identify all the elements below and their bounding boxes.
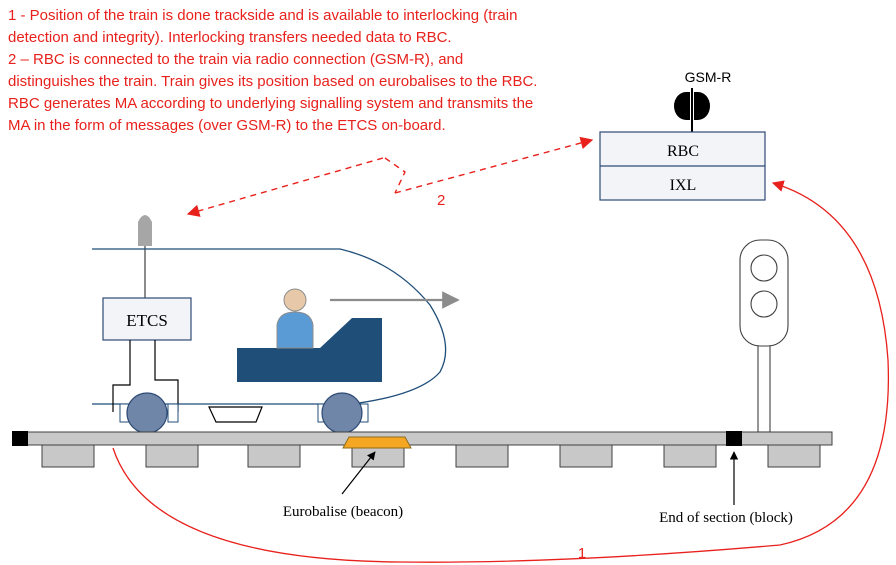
train-body-outline [92,248,447,405]
description-line-2: detection and integrity). Interlocking t… [8,29,452,46]
driver-cab [237,318,382,382]
balise-reader-antenna [208,406,263,423]
train-detection-to-ixl-arrow [112,180,890,563]
description-text: 1 - Position of the train is done tracks… [8,7,537,134]
train-detection-link: 1 [112,180,890,563]
train-wheel-front [119,392,179,434]
rbc-label: RBC [667,143,699,160]
description-line-5: RBC generates MA according to underlying… [8,95,533,112]
section-start-insulated-joint [12,431,28,446]
signal-lamp-lower [750,290,778,318]
etcs-onboard-box [102,297,192,341]
ixl-label: IXL [670,177,697,194]
radio-link-to-rbc-arrow [394,136,594,194]
gsmr-label: GSM-R [685,69,732,85]
driver-icon [276,288,314,349]
train-antenna-icon [138,215,152,298]
radio-link: 2 [186,136,594,217]
eurobalise [342,436,412,449]
description-line-4: distinguishes the train. Train gives its… [8,73,537,90]
rail [13,431,833,446]
end-of-section-label: End of section (block) [659,510,793,526]
description-line-6: MA in the form of messages (over GSM-R) … [8,117,446,134]
etcs-label: ETCS [126,311,168,330]
trackside-equipment: GSM-R RBC IXL [599,69,766,201]
signal-lamp-upper [750,254,778,282]
train-wheel-rear [317,392,369,434]
eurobalise-pointer-arrow [341,451,376,495]
eurobalise-label: Eurobalise (beacon) [283,504,403,520]
train-detection-number: 1 [578,545,586,562]
radio-link-to-train-arrow [186,157,384,217]
radio-link-number: 2 [437,192,445,209]
track-labels: Eurobalise (beacon) End of section (bloc… [283,451,793,526]
train: ETCS [92,215,460,434]
track [12,431,833,468]
sleepers [41,442,821,468]
section-end-insulated-joint [726,431,742,446]
lineside-signal [739,239,789,433]
gsmr-antenna-icon [674,88,710,132]
description-line-1: 1 - Position of the train is done tracks… [8,7,517,24]
description-line-3: 2 – RBC is connected to the train via ra… [8,51,463,68]
